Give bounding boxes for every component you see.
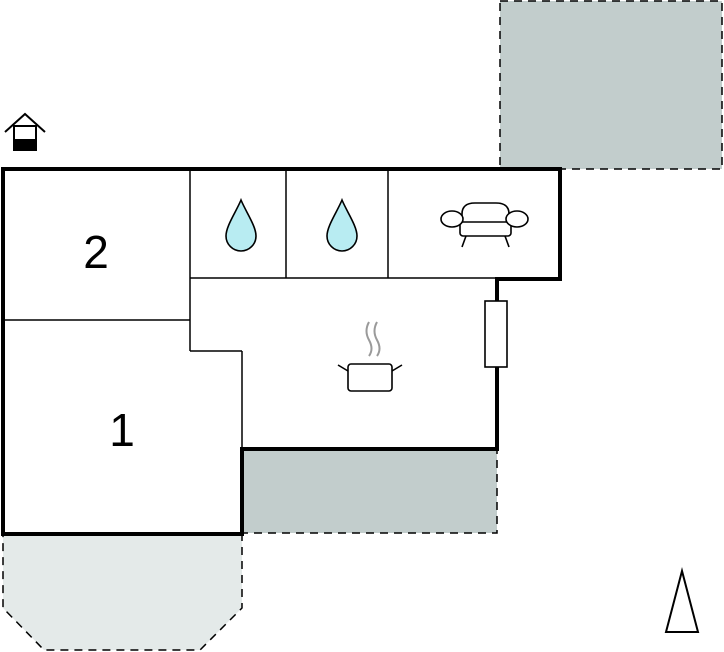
- exterior-walls: [1, 167, 562, 536]
- cooking-pot-icon: [337, 321, 403, 392]
- sofa-icon: [440, 202, 529, 248]
- house-interior: [3, 169, 560, 534]
- garden-area: [2, 533, 243, 651]
- room-2-label: 2: [83, 226, 109, 278]
- room-1-label: 1: [109, 404, 135, 456]
- water-drop-icon: [225, 197, 257, 252]
- terrace-bottom: [241, 448, 498, 534]
- north-arrow-icon: [664, 567, 700, 633]
- water-drop-icon: [326, 197, 358, 252]
- radiator-icon: [484, 292, 508, 376]
- terrace-top-right: [499, 0, 723, 170]
- house-entrance-icon: [4, 112, 46, 151]
